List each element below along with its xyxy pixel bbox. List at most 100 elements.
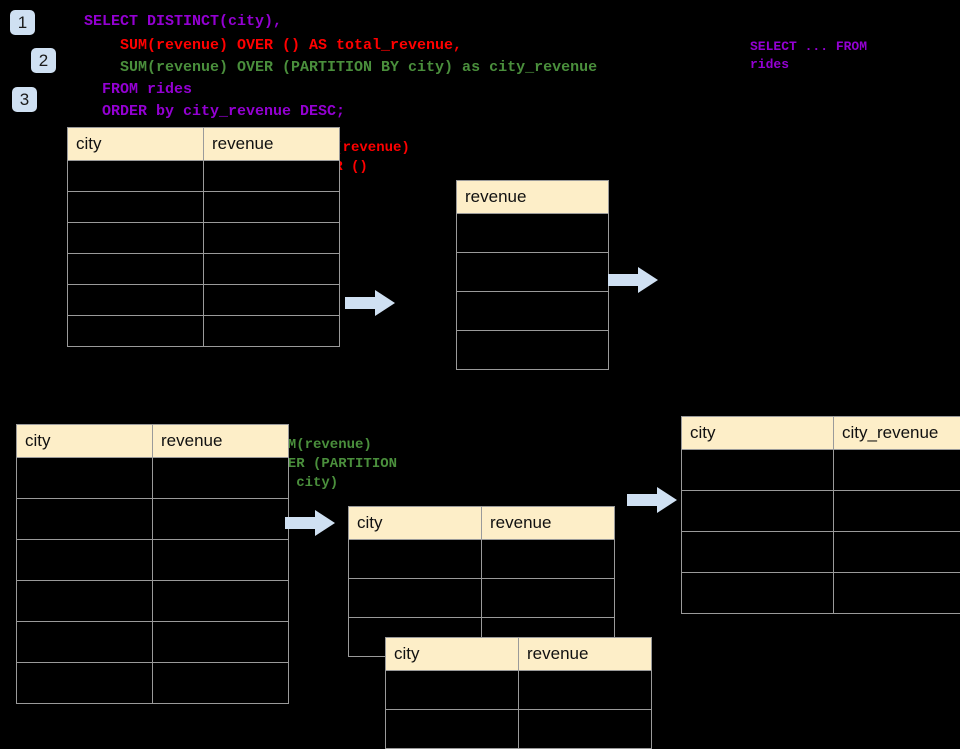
table-row	[17, 499, 289, 540]
table-partition-b: city revenue	[385, 637, 652, 749]
column-header-revenue: revenue	[482, 507, 615, 540]
cell-city	[68, 254, 204, 285]
column-header-city-revenue: city_revenue	[834, 417, 960, 450]
table-row	[457, 331, 609, 370]
table-row	[17, 458, 289, 499]
cell-revenue	[153, 540, 289, 581]
table-total-revenue: revenue	[456, 180, 609, 370]
sql-line-total-revenue: SUM(revenue) OVER () AS total_revenue,	[84, 35, 462, 57]
cell-city	[682, 450, 834, 491]
cell-city	[17, 499, 153, 540]
sql-line-order-by: ORDER by city_revenue DESC;	[84, 101, 345, 123]
table-row	[68, 316, 340, 347]
arrow-partition-to-result-icon	[627, 485, 677, 515]
cell-revenue	[204, 285, 340, 316]
table-row	[349, 540, 615, 579]
table-header-row: city revenue	[17, 425, 289, 458]
cell-revenue	[519, 710, 652, 749]
cell-city-revenue	[834, 450, 960, 491]
table-row	[457, 292, 609, 331]
cell-revenue	[204, 316, 340, 347]
column-header-city: city	[349, 507, 482, 540]
cell-city	[386, 710, 519, 749]
table-row	[17, 663, 289, 704]
table-header-row: city revenue	[386, 638, 652, 671]
table-row	[682, 573, 960, 614]
cell-city	[68, 285, 204, 316]
column-header-city: city	[386, 638, 519, 671]
cell-revenue	[204, 192, 340, 223]
cell-revenue	[153, 581, 289, 622]
table-body	[386, 671, 652, 749]
cell-city	[386, 671, 519, 710]
table-body	[457, 214, 609, 370]
table-body	[682, 450, 960, 614]
table-partition-a: city revenue	[348, 506, 615, 657]
table-row	[349, 579, 615, 618]
cell-revenue	[153, 458, 289, 499]
cell-city	[17, 581, 153, 622]
cell-revenue	[153, 499, 289, 540]
step-badge-2: 2	[31, 48, 56, 73]
table-row	[682, 532, 960, 573]
step-badge-1: 1	[10, 10, 35, 35]
table-body	[17, 458, 289, 704]
cell-city	[17, 458, 153, 499]
table-row	[682, 491, 960, 532]
column-header-city: city	[68, 128, 204, 161]
table-row	[68, 285, 340, 316]
sql-line-select: SELECT DISTINCT(city),	[84, 11, 282, 33]
cell-city	[682, 491, 834, 532]
cell-city	[349, 579, 482, 618]
cell-city	[68, 192, 204, 223]
table-row	[68, 192, 340, 223]
arrow-source-to-total-icon	[345, 288, 395, 318]
cell-revenue	[204, 161, 340, 192]
cell-city	[682, 532, 834, 573]
table-header-row: city revenue	[68, 128, 340, 161]
arrow-source-to-partition-icon	[285, 508, 335, 538]
cell-revenue	[457, 214, 609, 253]
cell-city-revenue	[834, 491, 960, 532]
column-header-city: city	[682, 417, 834, 450]
table-row	[386, 671, 652, 710]
cell-city	[17, 663, 153, 704]
table-header-row: revenue	[457, 181, 609, 214]
sql-line-city-revenue: SUM(revenue) OVER (PARTITION BY city) as…	[84, 57, 597, 79]
cell-revenue	[204, 223, 340, 254]
column-header-city: city	[17, 425, 153, 458]
table-row	[17, 622, 289, 663]
table-row	[457, 253, 609, 292]
cell-revenue	[519, 671, 652, 710]
cell-city	[68, 161, 204, 192]
cell-revenue	[204, 254, 340, 285]
cell-city	[349, 540, 482, 579]
table-row	[17, 540, 289, 581]
cell-revenue	[457, 253, 609, 292]
column-header-revenue: revenue	[153, 425, 289, 458]
table-row	[68, 223, 340, 254]
arrow-total-to-result-icon	[608, 265, 658, 295]
cell-revenue	[153, 622, 289, 663]
cell-city-revenue	[834, 573, 960, 614]
cell-city	[17, 622, 153, 663]
annotation-select-from: SELECT ... FROM rides	[750, 38, 867, 74]
table-header-row: city city_revenue	[682, 417, 960, 450]
table-row	[68, 254, 340, 285]
table-row	[17, 581, 289, 622]
cell-city-revenue	[834, 532, 960, 573]
column-header-revenue: revenue	[457, 181, 609, 214]
cell-city	[682, 573, 834, 614]
column-header-revenue: revenue	[204, 128, 340, 161]
cell-revenue	[457, 292, 609, 331]
cell-revenue	[153, 663, 289, 704]
table-row	[457, 214, 609, 253]
table-source-top: city revenue	[67, 127, 340, 347]
annotation-sum-over-partition: SUM(revenue) OVER (PARTITION BY city)	[271, 436, 397, 493]
cell-revenue	[482, 540, 615, 579]
step-badge-3: 3	[12, 87, 37, 112]
table-row	[68, 161, 340, 192]
cell-city	[17, 540, 153, 581]
table-source-bottom: city revenue	[16, 424, 289, 704]
table-header-row: city revenue	[349, 507, 615, 540]
